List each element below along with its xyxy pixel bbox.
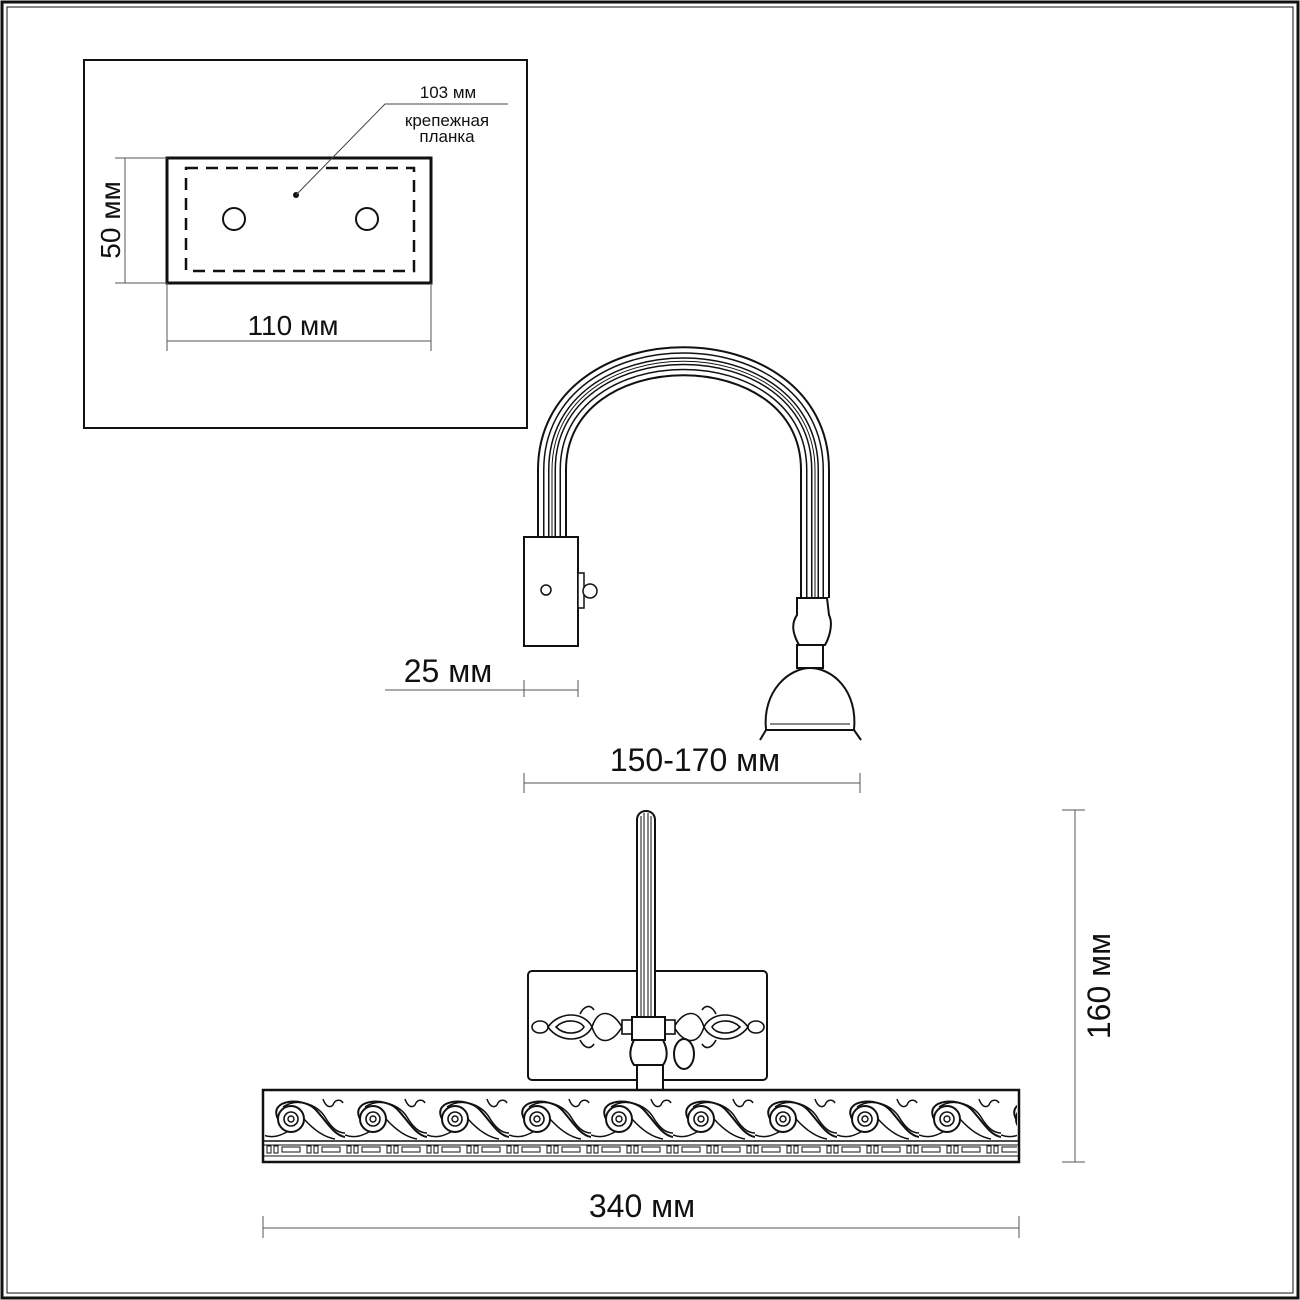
screw-hole-right (355, 207, 379, 231)
leader-line (295, 103, 508, 196)
ornament (531, 1005, 765, 1049)
arm-joint (792, 597, 832, 646)
shade-neck (796, 644, 824, 669)
wave-scroll-pattern (265, 1095, 1017, 1140)
arm-rod (636, 810, 656, 1021)
plate-width-dimension (166, 283, 432, 351)
front-view: 160 мм 340 мм (261, 809, 1117, 1238)
base-depth-dimension (385, 680, 579, 697)
base-screw (540, 584, 552, 596)
base-depth-label: 25 мм (404, 653, 492, 689)
plate-width-label: 110 мм (248, 310, 339, 341)
switch-knob (582, 583, 598, 599)
plate-part-label-2: планка (419, 127, 475, 146)
front-ball (629, 1039, 668, 1066)
bead-band (265, 1145, 1017, 1156)
mounting-plate-dashed (184, 166, 416, 273)
reach-label: 150-170 мм (610, 742, 780, 778)
screw-hole-left (222, 207, 246, 231)
page-inner-border (6, 6, 1294, 1294)
inset-frame (83, 59, 528, 429)
total-height-label: 160 мм (1081, 933, 1117, 1039)
total-width-label: 340 мм (589, 1188, 695, 1224)
mounting-plate-inset: 103 мм крепежная планка 50 мм 110 мм (83, 59, 528, 429)
lamp-shade (764, 666, 856, 731)
reach-dimension (523, 773, 861, 793)
plate-part-label-1: крепежная (405, 111, 489, 130)
front-joint (631, 1016, 666, 1041)
lower-cylinder (636, 1064, 664, 1091)
total-height-dimension (1062, 809, 1085, 1163)
plate-depth-label: 103 мм (420, 83, 476, 102)
side-view: 25 мм 150-170 мм (385, 346, 862, 793)
plate-height-label: 50 мм (95, 181, 126, 258)
total-width-dimension (262, 1216, 1020, 1238)
plate-height-dimension (115, 157, 167, 284)
front-switch-knob (673, 1038, 695, 1070)
mounting-base-outline (165, 156, 433, 285)
